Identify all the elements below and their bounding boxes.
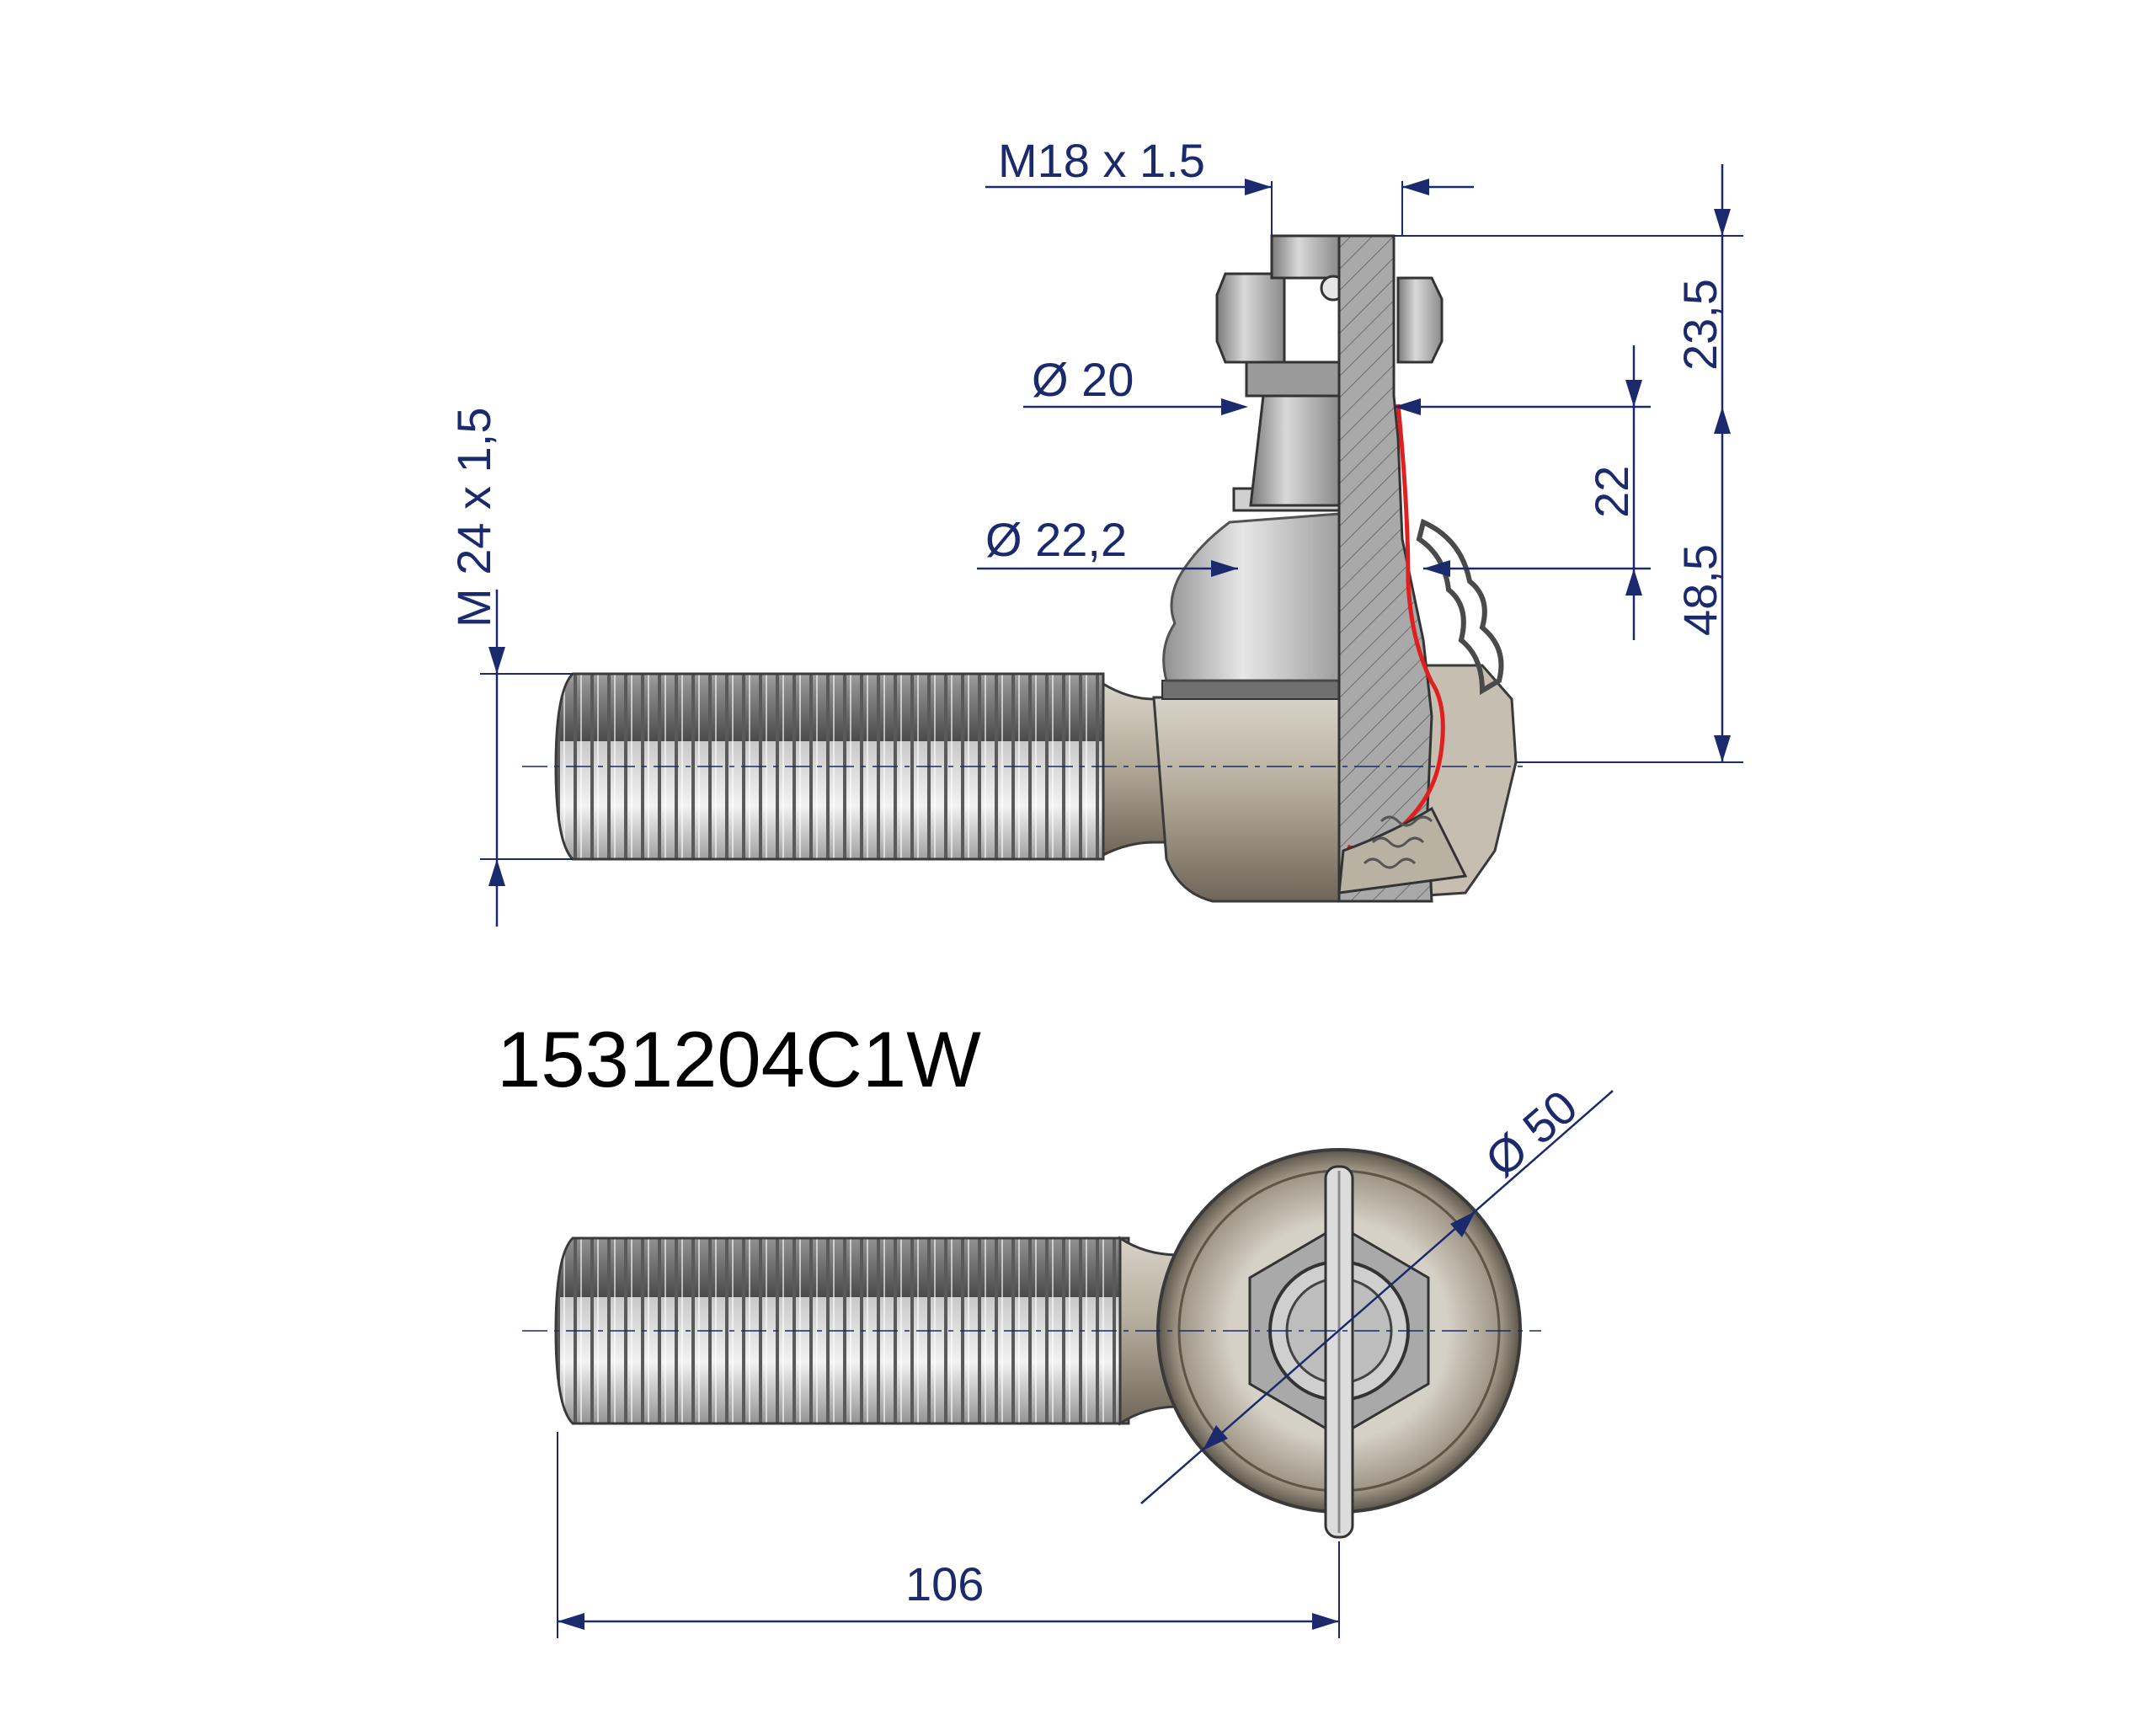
side-castle-nut <box>1215 272 1286 364</box>
dim-pin-thread: M18 x 1.5 <box>998 134 1205 187</box>
dim-dia-20: Ø 20 <box>1032 353 1134 406</box>
dim-dia-50: Ø 50 <box>1476 1080 1588 1187</box>
top-view <box>522 1148 1541 1539</box>
side-pin-section-hatch <box>1337 234 1433 903</box>
side-spring <box>1363 815 1433 869</box>
dim-shank-thread: M 24 x 1,5 <box>447 408 500 628</box>
side-rubber-boot-section <box>1416 518 1504 696</box>
side-tapered-pin <box>1249 394 1341 507</box>
dim-h-23-5: 23,5 <box>1673 279 1726 371</box>
dimensions: M18 x 1.5 Ø 20 Ø 22,2 23,5 48,5 22 M <box>447 134 1743 1638</box>
side-castle-nut-right <box>1396 276 1444 364</box>
side-washer <box>1245 360 1341 398</box>
side-view <box>522 234 1524 903</box>
dim-h-22: 22 <box>1585 466 1638 518</box>
side-pin-thread <box>1270 234 1341 280</box>
side-housing <box>1152 696 1341 903</box>
dim-h-48-5: 48,5 <box>1673 544 1726 636</box>
dim-length-106: 106 <box>905 1557 984 1610</box>
side-bottom-cover <box>1337 806 1468 895</box>
part-number: 1531204C1W <box>497 1015 981 1103</box>
side-boot-flange <box>1161 680 1344 700</box>
side-rubber-boot <box>1162 512 1341 682</box>
dim-dia-22-2: Ø 22,2 <box>985 513 1127 566</box>
